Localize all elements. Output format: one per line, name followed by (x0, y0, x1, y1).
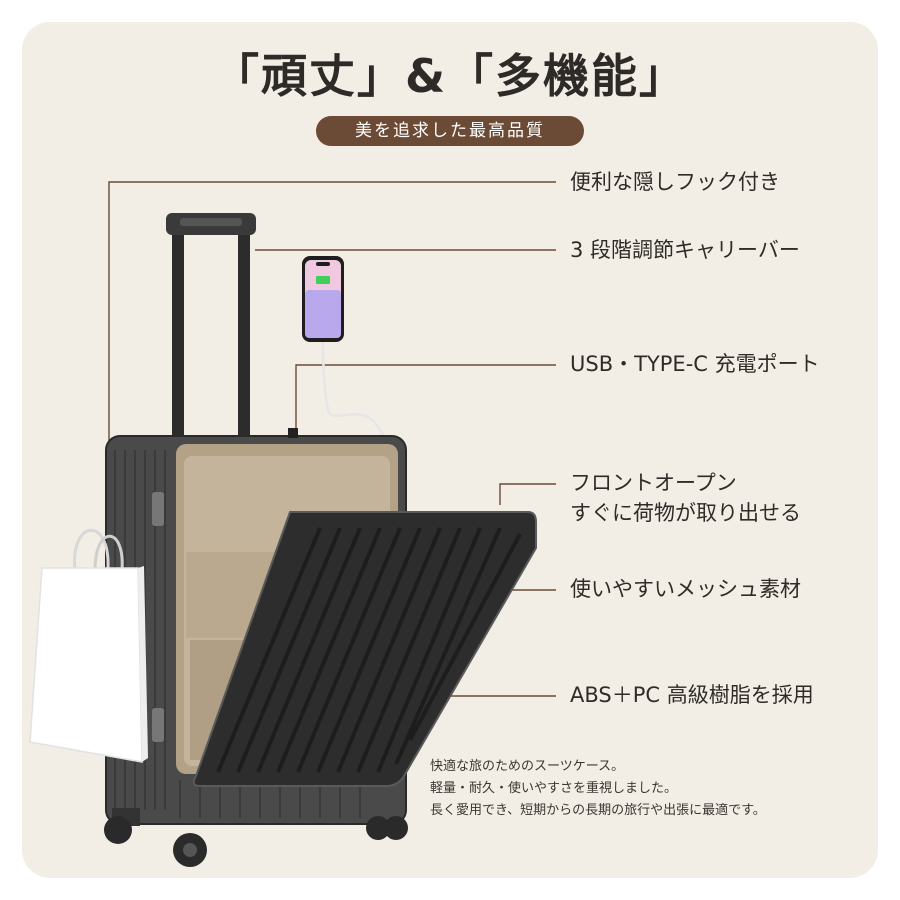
feature-carry-bar: 3 段階調節キャリーバー (570, 238, 800, 262)
smartphone-icon (302, 256, 344, 342)
feature-usb-port: USB・TYPE-C 充電ポート (570, 352, 820, 376)
product-description: 快適な旅のためのスーツケース。 軽量・耐久・使いやすさを重視しました。 長く愛用… (430, 756, 766, 822)
carry-handle (166, 213, 256, 437)
description-line: 快適な旅のためのスーツケース。 (430, 759, 625, 774)
leader-line-front-open (499, 483, 556, 505)
front-panel (192, 511, 537, 787)
subtitle-badge: 美を追求した最高品質 (316, 116, 584, 146)
feature-material: ABS＋PC 高級樹脂を採用 (570, 683, 814, 707)
feature-mesh: 使いやすいメッシュ素材 (570, 577, 801, 601)
usb-port (288, 428, 298, 438)
charging-cable (321, 341, 386, 441)
description-line: 軽量・耐久・使いやすさを重視しました。 (430, 781, 678, 796)
headline: 「頑丈」&「多機能」 (212, 49, 688, 103)
leader-line-usb (295, 364, 556, 430)
feature-hidden-hook: 便利な隠しフック付き (570, 170, 780, 194)
feature-front-open: フロントオープン (570, 471, 737, 495)
shopping-bag-icon (29, 528, 148, 763)
feature-front-open-line2: すぐに荷物が取り出せる (570, 501, 801, 525)
leader-line-hook (108, 181, 556, 515)
description-line: 長く愛用でき、短期からの長期の旅行や出張に最適です。 (430, 803, 766, 818)
wheels (104, 808, 408, 867)
